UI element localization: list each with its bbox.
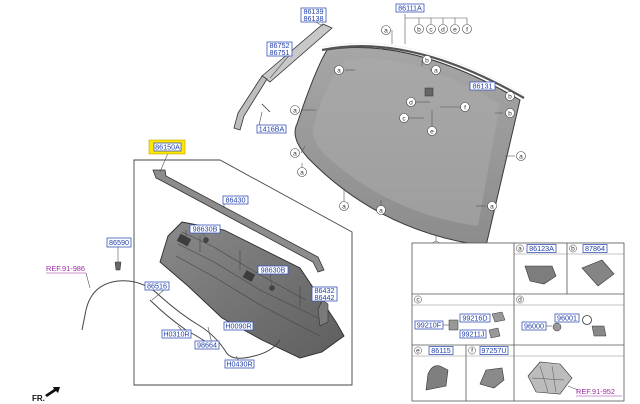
label-98630B-1[interactable]: 98630B [193,225,218,234]
legend-label-87864[interactable]: 87864 [585,244,605,253]
legend-label-96001[interactable]: 96001 [557,314,577,323]
legend-part-99216D[interactable] [491,311,506,323]
callout-b-1: b [425,57,429,64]
legend-part-86123A[interactable] [524,265,557,285]
cowl-frame [133,159,353,386]
legend-label-96000[interactable]: 96000 [524,322,544,331]
legend-callout-e: e [416,348,420,355]
windshield-group [233,23,525,247]
rain-sensor [424,87,434,97]
fr-arrow-icon [45,387,60,397]
side-molding[interactable] [233,75,268,131]
callout-d-1: d [409,99,413,106]
label-86442[interactable]: 86442 [315,293,335,302]
cowl-side-bracket[interactable] [317,299,329,327]
callout-c-1: c [402,115,406,122]
legend-callout-d: d [518,297,522,304]
callout-a-7: a [379,207,383,214]
callout-a-3: a [293,107,297,114]
legend-label-86123A[interactable]: 86123A [529,244,554,253]
legend-label-99216D[interactable]: 99216D [462,314,487,323]
callout-a-4: a [293,150,297,157]
label-H0090R[interactable]: H0090R [225,322,251,331]
cowl-grille-mid [242,270,256,282]
callout-a-11: a [434,67,438,74]
label-98630B-2[interactable]: 98630B [261,266,286,275]
windshield-inner-zone [313,58,500,226]
label-98664[interactable]: 98664 [197,341,217,350]
legend-part-87864[interactable] [581,259,615,287]
pillar-trim-upper[interactable] [261,23,333,83]
label-86432[interactable]: 86432 [315,286,335,295]
washer-hose-main[interactable] [85,280,281,359]
legend-label-97257U[interactable]: 97257U [481,346,506,355]
label-86111A[interactable]: 86111A [398,4,422,13]
cowl-ribs [175,230,321,337]
callout-a-2: a [384,27,388,34]
windshield-top-molding[interactable] [321,45,525,99]
washer-nozzle-left[interactable] [203,237,209,243]
label-1416BA[interactable]: 1416BA [259,125,285,134]
callout-a-9: a [519,153,523,160]
legend-part-86115[interactable] [425,365,449,391]
callout-row-e: e [453,26,457,33]
callout-row-b: b [417,26,421,33]
cowl-grille-left [176,233,192,247]
front-direction-indicator: FR. [32,387,60,403]
fr-label: FR. [32,394,45,403]
label-86752[interactable]: 86752 [270,41,290,50]
label-86131[interactable]: 86131 [473,82,493,91]
callout-a-5: a [300,169,304,176]
legend-callout-c: c [416,297,420,304]
legend-callout-a: a [518,246,522,253]
legend-label-86115[interactable]: 86115 [431,346,450,355]
label-H0310R[interactable]: H0310R [163,330,189,339]
legend-label-99210F[interactable]: 99210F [417,321,442,330]
label-H0430R[interactable]: H0430R [226,360,252,369]
label-86138[interactable]: 86138 [304,14,324,23]
washer-hose-branch[interactable] [149,299,213,347]
cowl-weatherstrip[interactable] [152,169,325,273]
legend-part-99210F[interactable] [448,319,459,331]
callout-b-3: b [508,93,512,100]
detail-legend-table: a 86123A b 87864 c 99216D 99210F 99211J … [411,242,625,402]
callout-row-c: c [429,26,433,33]
label-86430[interactable]: 86430 [226,196,246,205]
ref-91-952[interactable]: REF.91-952 [576,387,615,396]
callout-e-1: e [430,128,434,135]
washer-nozzle-right[interactable] [269,285,275,291]
callout-b-2: b [508,110,512,117]
legend-part-96000[interactable] [552,322,562,332]
callout-a-8: a [490,203,494,210]
callout-row-d: d [441,26,445,33]
legend-part-96001[interactable] [582,315,592,325]
label-86751[interactable]: 86751 [270,48,290,57]
label-86150A[interactable]: 86150A [155,143,180,152]
cowl-top-cover[interactable] [159,221,345,359]
legend-part-99211J[interactable] [488,327,501,339]
part-labels: 86139 86138 86111A 86752 86751 86131 141… [46,4,496,369]
callout-a-1: a [337,67,341,74]
label-86590[interactable]: 86590 [109,238,129,247]
ref-91-986[interactable]: REF.91-986 [46,264,85,273]
legend-label-99211J[interactable]: 99211J [461,330,484,339]
cowl-clip-86590[interactable] [114,261,122,271]
legend-part-ref-91-952[interactable] [527,361,573,395]
legend-callout-b: b [571,246,575,253]
callout-a-6: a [342,203,346,210]
callout-f-1: f [464,104,466,111]
label-86139[interactable]: 86139 [304,7,324,16]
legend-part-97257U[interactable] [479,367,505,389]
label-86516[interactable]: 86516 [147,282,167,291]
legend-callout-f: f [471,348,473,355]
callout-row-f: f [466,26,468,33]
